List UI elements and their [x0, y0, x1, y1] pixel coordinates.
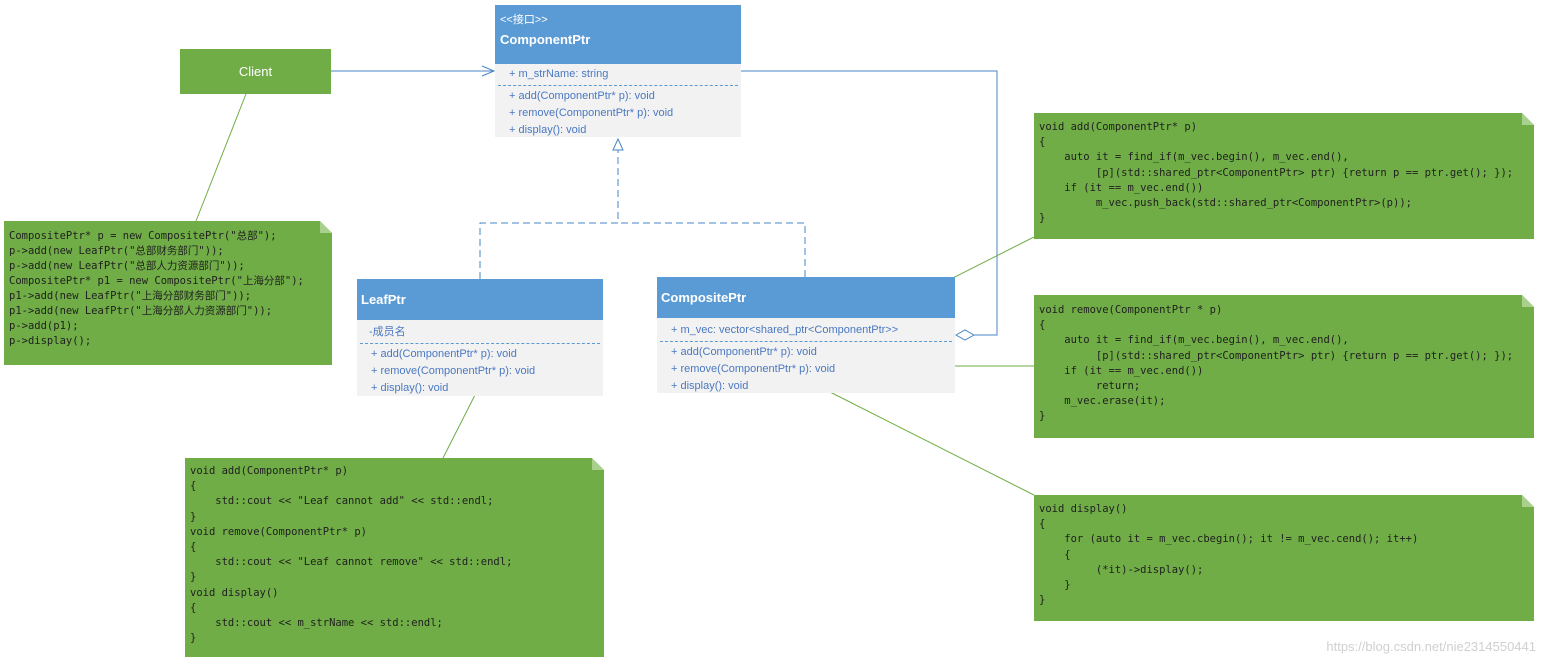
code-line: {: [190, 601, 197, 614]
note-leaf-code: void add(ComponentPtr* p){ std::cout << …: [185, 458, 604, 657]
note-composite-display-code: void display() { for (auto it = m_vec.cbe…: [1034, 495, 1534, 621]
attribute: + m_vec: vector<shared_ptr<ComponentPtr>…: [671, 324, 899, 336]
code-line: void add(ComponentPtr* p): [1039, 121, 1198, 133]
class-componentptr-body: + m_strName: string + add(ComponentPtr* …: [495, 64, 741, 137]
code-line: p->add(new LeafPtr("总部财务部门"));: [9, 245, 224, 257]
code-line: p1->add(new LeafPtr("上海分部财务部门"));: [9, 290, 252, 302]
method: + add(ComponentPtr* p): void: [371, 348, 517, 360]
note-composite-remove-code: void remove(ComponentPtr * p) { auto it =…: [1034, 295, 1534, 438]
code-line: std::cout << "Leaf cannot remove" << std…: [190, 556, 513, 569]
code-line: std::cout << m_strName << std::endl;: [190, 617, 443, 630]
method: + remove(ComponentPtr* p): void: [671, 363, 836, 375]
aggregation-line: [741, 70, 998, 336]
client-note-link: [195, 93, 247, 222]
method: + add(ComponentPtr* p): void: [509, 90, 655, 102]
code-block: CompositePtr* p = new CompositePtr("总部")…: [9, 229, 332, 349]
code-block: void add(ComponentPtr* p) { auto it = fin…: [1039, 120, 1534, 226]
code-line: }: [190, 571, 197, 584]
separator: [660, 341, 952, 342]
code-line: p1->add(new LeafPtr("上海分部人力资源部门"));: [9, 305, 273, 317]
code-line: std::cout << "Leaf cannot add" << std::e…: [190, 495, 494, 508]
code-line: p->display();: [9, 335, 92, 347]
client-box: Client: [180, 49, 331, 94]
leaf-note-link: [442, 392, 477, 459]
composite-display-note-link: [827, 390, 1035, 496]
separator: [498, 85, 738, 86]
code-line: {: [1039, 518, 1046, 531]
code-line: }: [190, 632, 197, 645]
composite-realization-line: [618, 222, 806, 277]
code-line: CompositePtr* p = new CompositePtr("总部")…: [9, 230, 277, 242]
code-line: [p](std::shared_ptr<ComponentPtr> ptr) {…: [1039, 166, 1514, 179]
class-compositeptr: CompositePtr + m_vec: vector<shared_ptr<…: [657, 277, 955, 393]
class-compositeptr-header: CompositePtr: [657, 277, 955, 318]
code-line: {: [190, 480, 197, 493]
code-line: }: [1039, 579, 1071, 592]
separator: [360, 343, 600, 344]
code-line: (*it)->display();: [1039, 563, 1204, 576]
code-line: }: [1039, 212, 1046, 225]
code-line: }: [1039, 594, 1046, 607]
class-compositeptr-body: + m_vec: vector<shared_ptr<ComponentPtr>…: [657, 318, 955, 393]
code-line: }: [1039, 410, 1046, 423]
code-line: }: [190, 510, 197, 523]
code-line: m_vec.push_back(std::shared_ptr<Componen…: [1039, 197, 1412, 210]
class-leafptr-header: LeafPtr: [357, 279, 603, 320]
code-block: void display() { for (auto it = m_vec.cbe…: [1039, 502, 1534, 608]
code-line: for (auto it = m_vec.cbegin(); it != m_v…: [1039, 533, 1419, 546]
realization-arrowhead: [612, 137, 624, 151]
code-line: void remove(ComponentPtr* p): [190, 525, 368, 538]
code-line: void add(ComponentPtr* p): [190, 465, 349, 477]
method: + remove(ComponentPtr* p): void: [509, 107, 674, 119]
attribute: -成员名: [369, 326, 406, 338]
class-componentptr-name: ComponentPtr: [500, 32, 591, 47]
attribute: + m_strName: string: [509, 68, 609, 80]
code-line: auto it = find_if(m_vec.begin(), m_vec.e…: [1039, 334, 1349, 347]
aggregation-diamond: [954, 329, 976, 341]
code-line: if (it == m_vec.end()): [1039, 364, 1204, 377]
class-leafptr: LeafPtr -成员名 + add(ComponentPtr* p): voi…: [357, 279, 603, 396]
code-line: {: [1039, 136, 1046, 149]
code-block: void remove(ComponentPtr * p) { auto it =…: [1039, 303, 1534, 425]
method: + remove(ComponentPtr* p): void: [371, 365, 536, 377]
class-componentptr: <<接口>> ComponentPtr + m_strName: string …: [495, 5, 741, 137]
client-label: Client: [238, 64, 273, 79]
interface-stereotype: <<接口>>: [500, 14, 548, 26]
note-composite-add-code: void add(ComponentPtr* p) { auto it = fin…: [1034, 113, 1534, 239]
code-line: void remove(ComponentPtr * p): [1039, 304, 1223, 316]
code-line: void display(): [1039, 503, 1128, 515]
class-leafptr-body: -成员名 + add(ComponentPtr* p): void + remo…: [357, 320, 603, 396]
leaf-realization-line: [479, 150, 619, 279]
code-line: return;: [1039, 380, 1141, 393]
code-line: p->add(new LeafPtr("总部人力资源部门"));: [9, 260, 245, 272]
method: + add(ComponentPtr* p): void: [671, 346, 817, 358]
code-line: CompositePtr* p1 = new CompositePtr("上海分…: [9, 275, 304, 287]
watermark: https://blog.csdn.net/nie2314550441: [1326, 639, 1536, 654]
code-block: void add(ComponentPtr* p){ std::cout << …: [190, 464, 604, 646]
note-client-code: CompositePtr* p = new CompositePtr("总部")…: [4, 221, 332, 365]
code-line: void display(): [190, 586, 279, 599]
class-leafptr-name: LeafPtr: [361, 292, 406, 307]
code-line: {: [1039, 548, 1071, 561]
class-componentptr-header: <<接口>> ComponentPtr: [495, 5, 741, 64]
code-line: auto it = find_if(m_vec.begin(), m_vec.e…: [1039, 151, 1349, 164]
code-line: [p](std::shared_ptr<ComponentPtr> ptr) {…: [1039, 349, 1514, 362]
code-line: if (it == m_vec.end()): [1039, 181, 1204, 194]
method: + display(): void: [671, 380, 749, 392]
code-line: p->add(p1);: [9, 320, 79, 332]
method: + display(): void: [509, 124, 587, 136]
class-compositeptr-name: CompositePtr: [661, 290, 747, 305]
client-association-arrowhead: [481, 65, 496, 77]
method: + display(): void: [371, 382, 449, 394]
code-line: {: [190, 541, 197, 554]
code-line: m_vec.erase(it);: [1039, 395, 1166, 408]
code-line: {: [1039, 319, 1046, 332]
